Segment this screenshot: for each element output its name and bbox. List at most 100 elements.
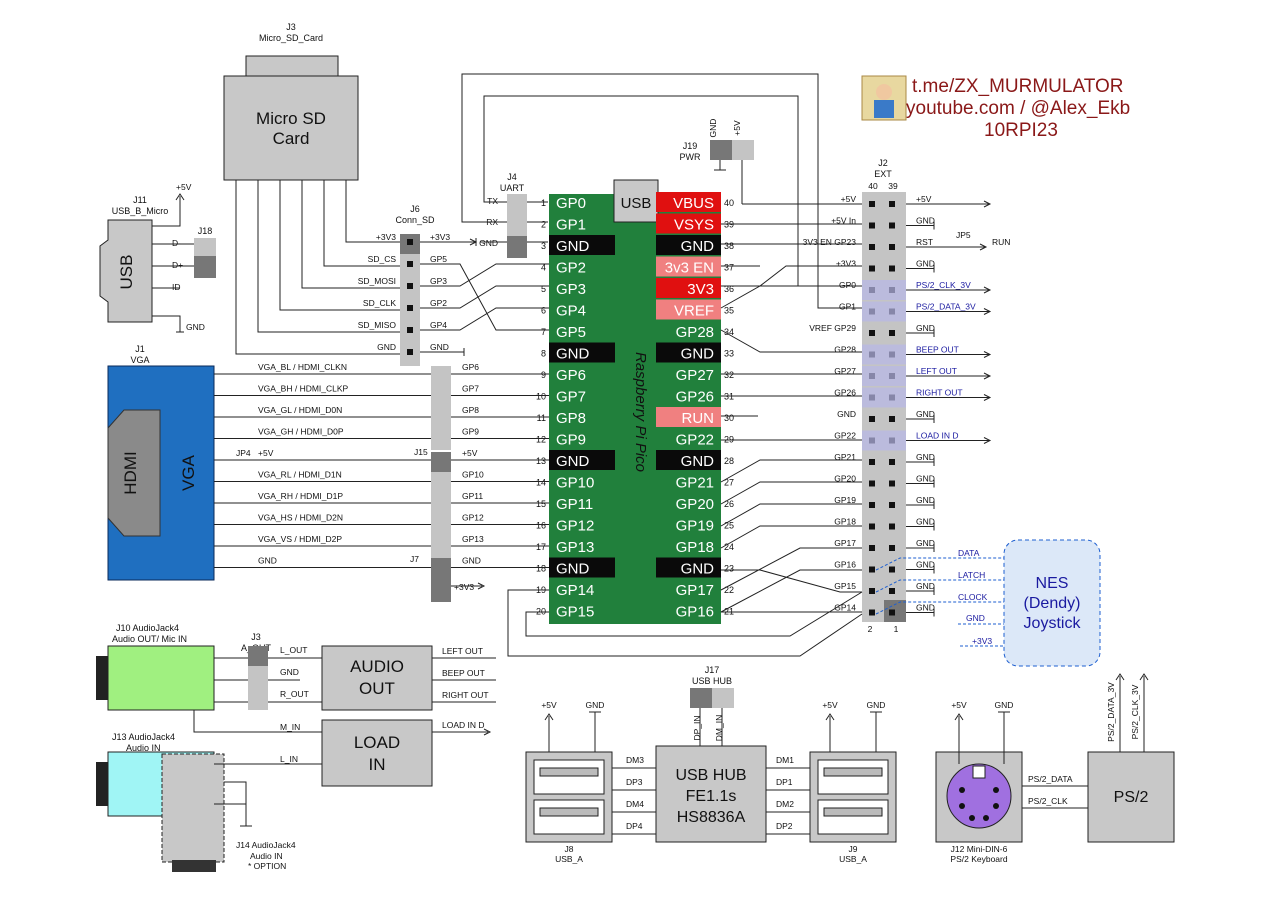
ps2-converter: [1087, 751, 1175, 843]
j10-body: [107, 645, 215, 711]
load-m-in: M_IN: [280, 722, 300, 732]
joy-clock: CLOCK: [958, 592, 988, 602]
pico-pin-label: GP16: [676, 604, 714, 621]
sd-slot: [245, 55, 339, 77]
ps2-data-3v: PS/2_DATA_3V: [1106, 682, 1116, 742]
j18-pin-a: [194, 238, 216, 256]
j10-plug: [96, 656, 108, 700]
ps2-section: J12 Mini-DIN-6 PS/2 Keyboard +5V GND PS/…: [935, 673, 1175, 864]
j8-port-2-tongue: [539, 807, 599, 817]
audio-out-title-1: AUDIO: [350, 657, 404, 676]
pico-pin-label: GP13: [556, 539, 594, 556]
vga-line-gp: GP11: [462, 491, 483, 501]
vga-line-gp: GP9: [462, 427, 479, 437]
j2-pin: [869, 244, 875, 250]
pico-pin-label: GP7: [556, 389, 586, 406]
j2-right-label: GND: [916, 409, 935, 419]
hub-title-3: HS8836A: [677, 809, 746, 826]
joystick-title-1: NES: [1036, 575, 1069, 592]
j14-plug: [172, 860, 216, 872]
hub-dp1: DP1: [776, 777, 793, 787]
j2-pin: [889, 330, 895, 336]
pico-pin-number: 3: [541, 241, 546, 251]
pico-pin-label: VSYS: [674, 217, 714, 234]
j6-name: Conn_SD: [395, 215, 435, 225]
pico-pin-bg: [656, 407, 721, 427]
pico-pin-bg: [549, 342, 615, 363]
usb-micro-body: [99, 219, 153, 323]
hub-dm1: DM1: [776, 755, 794, 765]
j2-right-label: PS/2_CLK_3V: [916, 280, 971, 290]
pico-pin-number: 22: [724, 585, 734, 595]
j19-5v-label: +5V: [732, 120, 742, 136]
din-pin-6: [983, 815, 989, 821]
pico-pin-label: GP27: [676, 367, 714, 384]
sd-title-1: Micro SD: [256, 109, 326, 128]
j2-pin: [869, 265, 875, 272]
vga-line-label: VGA_RL / HDMI_D1N: [258, 470, 342, 480]
j2-signal-highlight: [862, 344, 906, 365]
pico-pin-bg: [656, 450, 721, 470]
j3a-pin1: [248, 646, 268, 666]
j9-port-2-tongue: [823, 807, 883, 817]
vga-line-gp: GP12: [462, 513, 484, 523]
pico-pin-label: GP22: [676, 432, 714, 449]
pico-pin-label: GP0: [556, 195, 586, 212]
j9-ref: J9: [849, 844, 858, 854]
j2-right-label: PS/2_DATA_3V: [916, 302, 976, 312]
j2-left-label: +5V: [841, 194, 857, 204]
avatar-body-icon: [874, 100, 894, 118]
j6-left-label: SD_CLK: [363, 298, 396, 308]
j6-pin: [407, 305, 413, 311]
j11-gnd: GND: [186, 322, 205, 332]
sd-title-2: Card: [273, 129, 310, 148]
j6-right-label: GP4: [430, 320, 447, 330]
j2-pin: [869, 416, 875, 422]
j6-ref: J6: [410, 204, 420, 214]
j2-left-label: GP0: [839, 280, 856, 290]
sd-body: [223, 75, 359, 181]
pico-pin-label: GND: [556, 561, 590, 578]
j2-left-label: GP26: [834, 388, 856, 398]
j2-left-label: +5V In: [831, 216, 856, 226]
j6-left-label: SD_CS: [368, 254, 397, 264]
j2-left-label: GP18: [834, 517, 856, 527]
load-in-box: [321, 719, 433, 787]
pico-pin-number: 36: [724, 284, 734, 294]
j2-pin: [889, 265, 895, 272]
pico-pin-label: GP12: [556, 518, 594, 535]
j2-gnd-wire: [906, 329, 935, 337]
j15-ref: J15: [414, 447, 428, 457]
pico-pin-number: 24: [724, 542, 734, 552]
j12-gnd: GND: [995, 700, 1014, 710]
pico-pin-label: GP1: [556, 217, 586, 234]
j4-name: UART: [500, 183, 525, 193]
pico-pin-number: 18: [536, 564, 546, 574]
j2-right-label: GND: [916, 259, 935, 269]
j2-signal-wire: [906, 394, 992, 401]
j2-pin: [889, 416, 895, 422]
pico-pin-label: GP20: [676, 496, 714, 513]
j2-right-label: RIGHT OUT: [916, 388, 963, 398]
vga-line-gp: GP7: [462, 384, 479, 394]
pico-pin-label: GND: [556, 238, 590, 255]
pico-pin-bg: [656, 278, 721, 298]
j11-name: USB_B_Micro: [112, 206, 169, 216]
j14-body: [161, 753, 225, 863]
hub-dm4: DM4: [626, 799, 644, 809]
pico-pin-bg: [656, 192, 721, 212]
j1-name: VGA: [130, 355, 149, 365]
j11-vcc: +5V: [176, 182, 192, 192]
pico-pin-number: 4: [541, 263, 546, 273]
pico-pin-number: 27: [724, 478, 734, 488]
raspberry-pi-pico: USB Raspberry Pi Pico GP01GP12GND3GP24GP…: [536, 179, 734, 624]
hub-dp3: DP3: [626, 777, 643, 787]
j2-right-label: GND: [916, 452, 935, 462]
vga-line-gp: +5V: [462, 448, 478, 458]
j2-foot-2: 2: [868, 624, 873, 634]
j2-signal-highlight: [862, 280, 906, 300]
j2-right-label: RST: [916, 237, 933, 247]
jp4-ref: JP4: [236, 448, 251, 458]
vga-title: VGA: [179, 454, 198, 491]
